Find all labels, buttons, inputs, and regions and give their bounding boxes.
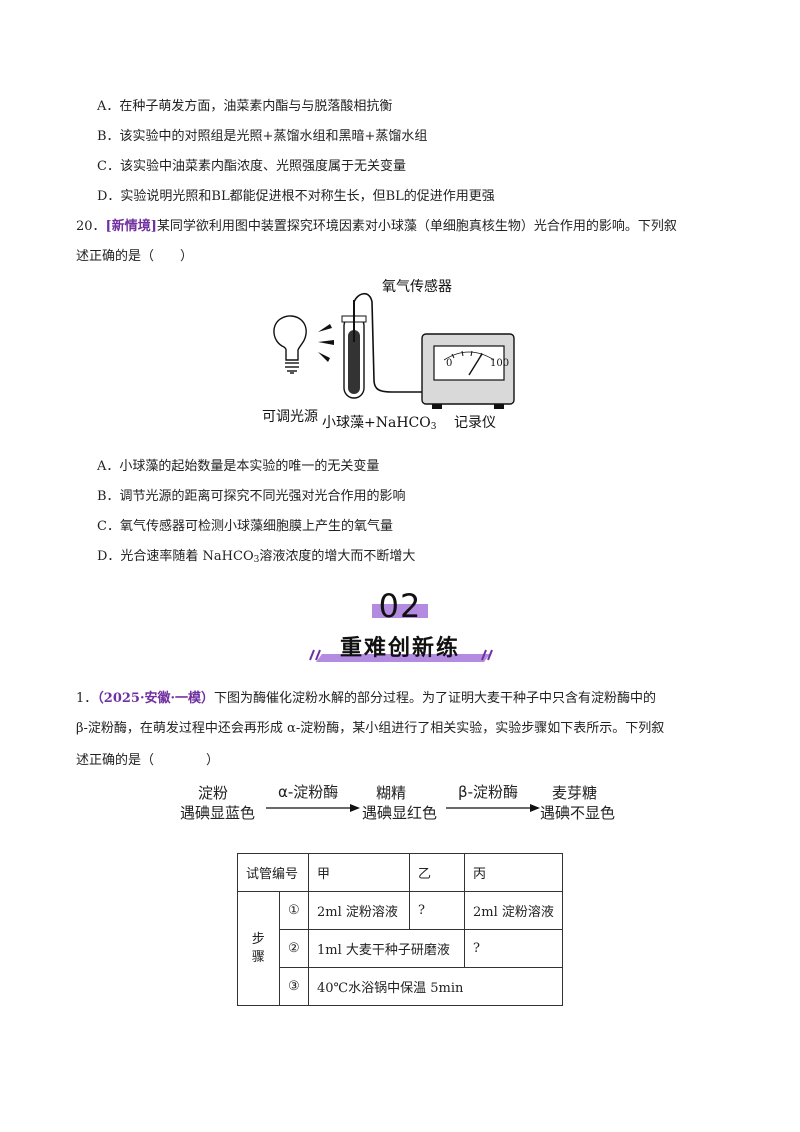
q20-apparatus-figure: 氧气传感器 0 100 可调光源 小球藻+NaHCO3 记录仪	[262, 272, 530, 434]
step-number: ②	[278, 929, 310, 968]
dextrin-color-label: 遇碘显红色	[362, 804, 438, 822]
q19-option-a: A．在种子萌发方面，油菜素内酯与与脱落酸相抗衡	[97, 99, 393, 114]
row1-jia: 2ml 淀粉溶液	[308, 891, 410, 930]
step-number: ①	[278, 891, 310, 930]
q20-tag: [新情境]	[105, 219, 157, 234]
scheme-arrows	[266, 804, 540, 812]
table-header-row: 试管编号 甲 乙 丙	[237, 853, 563, 892]
light-bulb-icon	[273, 315, 307, 374]
table-row: 步骤 ① 2ml 淀粉溶液 ? 2ml 淀粉溶液	[237, 891, 563, 1006]
q1-stem-line3: 述正确的是（ ）	[76, 753, 220, 768]
meter-max-label: 100	[490, 358, 510, 369]
apparatus-drawing	[273, 292, 515, 409]
row3-merged: 40℃水浴锅中保温 5min	[308, 967, 563, 1006]
enzyme1-label: α-淀粉酶	[278, 783, 339, 801]
header-jia: 甲	[308, 853, 410, 892]
row1-bing: 2ml 淀粉溶液	[464, 891, 563, 930]
row2-yi: ?	[464, 929, 563, 968]
meter-needle	[468, 353, 483, 376]
table-row: ② 1ml 大麦干种子研磨液 ?	[238, 929, 563, 968]
header-tube-number: 试管编号	[237, 853, 309, 892]
q20-stem: 20．[新情境]某同学欲利用图中装置探究环境因素对小球藻（单细胞真核生物）光合作…	[76, 218, 677, 236]
section-title-banner	[309, 649, 493, 662]
header-bing: 丙	[464, 853, 563, 892]
starch-color-label: 遇碘显蓝色	[180, 804, 256, 822]
section-number: 02	[378, 587, 422, 625]
tube-label: 小球藻+NaHCO3	[322, 415, 437, 432]
q1-tag: （2025·安徽·一模）	[97, 691, 215, 706]
q20-number: 20．	[76, 219, 106, 234]
experiment-steps-table: 试管编号 甲 乙 丙 步骤 ① 2ml 淀粉溶液 ? 2ml 淀粉溶液 ② 1m…	[237, 853, 563, 1006]
q1-stem: 1．（2025·安徽·一模）下图为酶催化淀粉水解的部分过程。为了证明大麦干种子中…	[76, 690, 656, 708]
light-label: 可调光源	[262, 409, 318, 425]
light-rays	[318, 324, 334, 362]
q20-option-d: D．光合速率随着 NaHCO3溶液浓度的增大而不断增大	[97, 549, 416, 565]
q20-option-c: C．氧气传感器可检测小球藻细胞膜上产生的氧气量	[97, 519, 393, 534]
q19-option-d: D．实验说明光照和BL都能促进根不对称生长，但BL的促进作用更强	[97, 189, 495, 204]
q1-number: 1．	[76, 691, 98, 706]
test-tube	[341, 300, 367, 399]
q20-stem-line1: 某同学欲利用图中装置探究环境因素对小球藻（单细胞真核生物）光合作用的影响。下列叙	[156, 219, 677, 234]
section-title: 重难创新练	[339, 636, 460, 661]
header-yi: 乙	[409, 853, 465, 892]
maltose-label: 麦芽糖	[552, 784, 598, 802]
sensor-cable	[353, 292, 422, 393]
sensor-label: 氧气传感器	[382, 279, 452, 295]
q20-option-b: B．调节光源的距离可探究不同光强对光合作用的影响	[97, 489, 406, 504]
steps-label: 步骤	[237, 891, 280, 1006]
q19-option-b: B．该实验中的对照组是光照+蒸馏水组和黑暗+蒸馏水组	[97, 129, 428, 144]
reaction-scheme: 淀粉 遇碘显蓝色 α-淀粉酶 糊精 遇碘显红色 β-淀粉酶 麦芽糖 遇碘不显色	[176, 783, 636, 828]
recorder-label: 记录仪	[454, 415, 496, 431]
recorder-device	[421, 333, 515, 409]
q20-stem-line2: 述正确的是（ ）	[76, 249, 194, 264]
q1-stem-line2: β-淀粉酶，在萌发过程中还会再形成 α-淀粉酶，某小组进行了相关实验，实验步骤如…	[76, 721, 665, 736]
row1-yi: ?	[409, 891, 465, 930]
q1-stem-line1: 下图为酶催化淀粉水解的部分过程。为了证明大麦干种子中只含有淀粉酶中的	[214, 691, 657, 706]
meter-min-label: 0	[446, 358, 453, 369]
dextrin-label: 糊精	[376, 784, 407, 802]
q20-option-a: A．小球藻的起始数量是本实验的唯一的无关变量	[97, 459, 380, 474]
table-row: ③ 40℃水浴锅中保温 5min	[238, 967, 563, 1006]
enzyme2-label: β-淀粉酶	[458, 783, 518, 801]
q19-option-c: C．该实验中油菜素内酯浓度、光照强度属于无关变量	[97, 159, 406, 174]
row2-jia: 1ml 大麦干种子研磨液	[308, 929, 465, 968]
maltose-color-label: 遇碘不显色	[540, 804, 616, 822]
step-number: ③	[278, 967, 310, 1006]
starch-label: 淀粉	[198, 784, 229, 802]
